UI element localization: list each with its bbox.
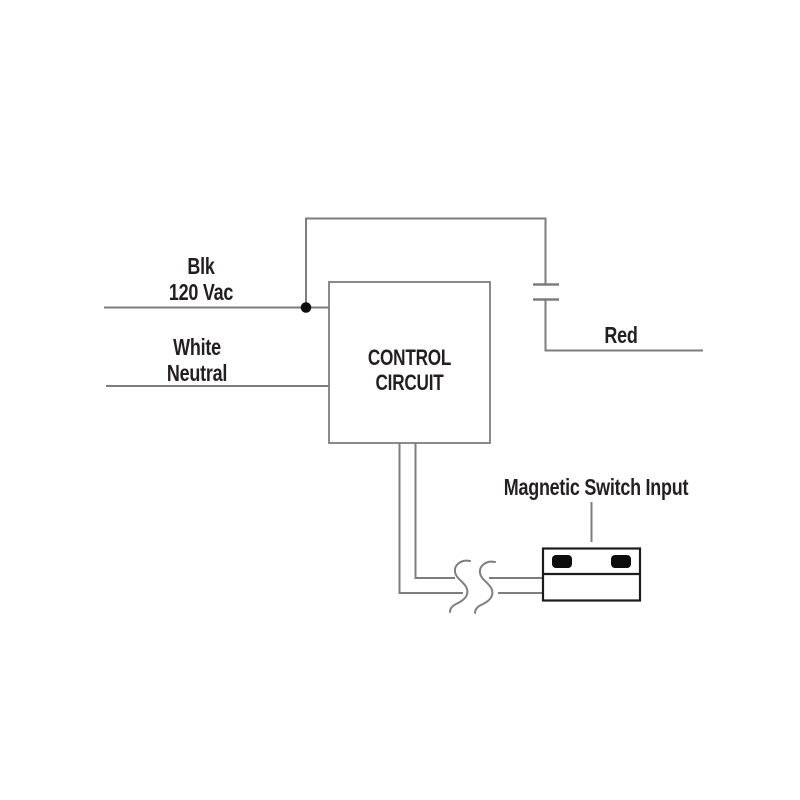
hot-input-label-line1: Blk <box>187 253 215 279</box>
magnetic-switch <box>541 547 642 602</box>
wire-break-squiggle-1 <box>449 559 471 613</box>
wire-break-squiggles <box>449 559 496 614</box>
magnetic-switch-contact-left <box>552 555 572 568</box>
control-circuit-label: CONTROL CIRCUIT <box>347 345 473 395</box>
neutral-input-label-line1: White <box>173 334 221 360</box>
switch-wire-inner <box>414 443 455 579</box>
control-circuit-label-line2: CIRCUIT <box>375 370 444 395</box>
control-circuit-box <box>328 281 491 444</box>
capacitor-symbol <box>533 283 559 301</box>
junction-dot <box>300 302 312 313</box>
magnetic-switch-callout-label: Magnetic Switch Input <box>503 474 689 500</box>
top-loop-wire <box>305 217 547 308</box>
switch-wire-outer <box>398 443 463 594</box>
neutral-input-label: White Neutral <box>135 334 260 386</box>
hot-input-label-line2: 120 Vac <box>168 279 234 305</box>
red-output-wire <box>544 300 703 352</box>
wire-break-squiggle-2 <box>474 560 496 614</box>
red-output-label: Red <box>604 322 638 348</box>
control-circuit-label-line1: CONTROL <box>367 345 452 370</box>
magnetic-switch-contact-right <box>611 555 631 568</box>
neutral-input-label-line2: Neutral <box>166 360 228 386</box>
hot-input-label: Blk 120 Vac <box>139 253 264 305</box>
